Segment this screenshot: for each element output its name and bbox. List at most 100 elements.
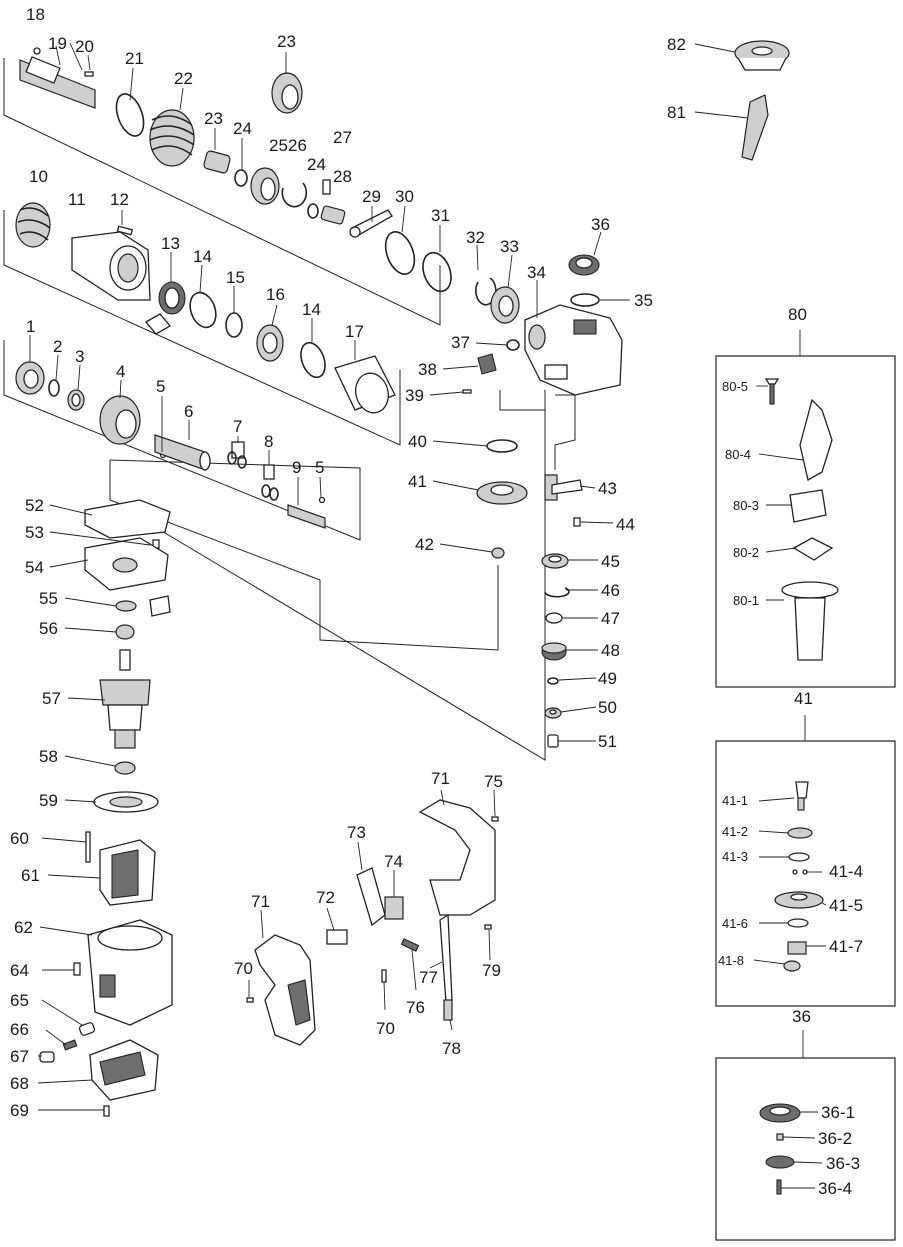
label-14a: 14 (193, 247, 212, 266)
part-31 (422, 251, 452, 293)
part-39 (462, 389, 472, 394)
label-10: 10 (29, 167, 48, 186)
part-43 (544, 474, 583, 501)
label-25: 25 (269, 136, 288, 155)
part-50 (544, 707, 562, 719)
label-27: 27 (333, 128, 352, 147)
part-5b (318, 496, 326, 504)
part-68 (89, 1039, 159, 1101)
label-74: 74 (384, 852, 403, 871)
label-5b: 5 (315, 458, 324, 477)
label-70a: 70 (234, 959, 253, 978)
label-53: 53 (25, 523, 44, 542)
part-44 (573, 517, 581, 527)
part-1 (15, 361, 45, 395)
label-71a: 71 (431, 769, 450, 788)
part-74 (384, 896, 404, 920)
label-30: 30 (395, 187, 414, 206)
label-54: 54 (25, 558, 44, 577)
label-34: 34 (527, 263, 546, 282)
part-38 (477, 353, 497, 375)
part-52 (84, 499, 171, 539)
part-30 (384, 231, 416, 275)
part-23-mid (203, 150, 231, 174)
part-46 (544, 587, 570, 598)
part-49 (547, 677, 559, 685)
label-80-5: 80-5 (722, 379, 748, 394)
label-58: 58 (39, 747, 58, 766)
label-77: 77 (419, 968, 438, 987)
label-78: 78 (442, 1039, 461, 1058)
part-48 (541, 642, 567, 661)
label-23b: 23 (204, 109, 223, 128)
part-76 (400, 938, 420, 952)
label-5a: 5 (156, 377, 165, 396)
part-3 (67, 389, 85, 411)
label-4: 4 (116, 362, 125, 381)
label-44: 44 (616, 515, 635, 534)
label-47: 47 (601, 609, 620, 628)
label-23a: 23 (277, 32, 296, 51)
part-6 (154, 434, 211, 471)
part-56 (115, 624, 135, 640)
label-18: 18 (26, 5, 45, 24)
part-29 (349, 209, 393, 238)
label-72: 72 (316, 888, 335, 907)
label-9: 9 (292, 458, 301, 477)
part-33 (490, 286, 520, 324)
label-38: 38 (418, 360, 437, 379)
part-8 (261, 464, 279, 501)
box-36-title: 36 (792, 1007, 811, 1026)
part-81 (741, 94, 769, 161)
label-36-1: 36-1 (821, 1103, 855, 1122)
label-61: 61 (21, 866, 40, 885)
label-41-5: 41-5 (829, 896, 863, 915)
label-82: 82 (667, 35, 686, 54)
part-25 (250, 167, 280, 205)
part-17 (334, 355, 396, 414)
part-77-78 (439, 913, 453, 1021)
label-35: 35 (634, 291, 653, 310)
part-2 (48, 379, 60, 397)
label-7: 7 (233, 417, 242, 436)
label-41-4: 41-4 (829, 862, 863, 881)
part-9 (287, 504, 326, 529)
part-73 (356, 867, 386, 927)
label-19: 19 (48, 34, 67, 53)
label-14b: 14 (302, 300, 321, 319)
label-49: 49 (598, 669, 617, 688)
leader-lines (29, 42, 827, 1189)
label-73: 73 (347, 823, 366, 842)
part-55 (115, 595, 171, 617)
part-71-left (254, 934, 316, 1046)
label-37: 37 (451, 333, 470, 352)
part-61 (99, 839, 156, 906)
part-35 (570, 293, 600, 307)
part-69 (103, 1105, 110, 1117)
part-13 (158, 281, 186, 315)
label-20: 20 (75, 37, 94, 56)
label-36-2: 36-2 (818, 1129, 852, 1148)
label-71b: 71 (251, 892, 270, 911)
label-28: 28 (333, 167, 352, 186)
part-21 (115, 93, 145, 137)
label-43: 43 (598, 479, 617, 498)
part-71-right (418, 799, 496, 916)
label-70b: 70 (376, 1019, 395, 1038)
box-41-title: 41 (794, 689, 813, 708)
label-15: 15 (226, 268, 245, 287)
part-36 (568, 254, 600, 276)
label-62: 62 (14, 918, 33, 937)
part-66 (62, 1039, 78, 1051)
label-75: 75 (484, 772, 503, 791)
part-13-clip (145, 313, 171, 335)
part-12 (116, 225, 134, 236)
part-15 (225, 312, 243, 338)
part-47 (545, 612, 563, 624)
box-80 (715, 330, 896, 688)
part-32 (475, 277, 497, 306)
label-22: 22 (174, 69, 193, 88)
label-41-6: 41-6 (722, 916, 748, 931)
label-6: 6 (184, 402, 193, 421)
